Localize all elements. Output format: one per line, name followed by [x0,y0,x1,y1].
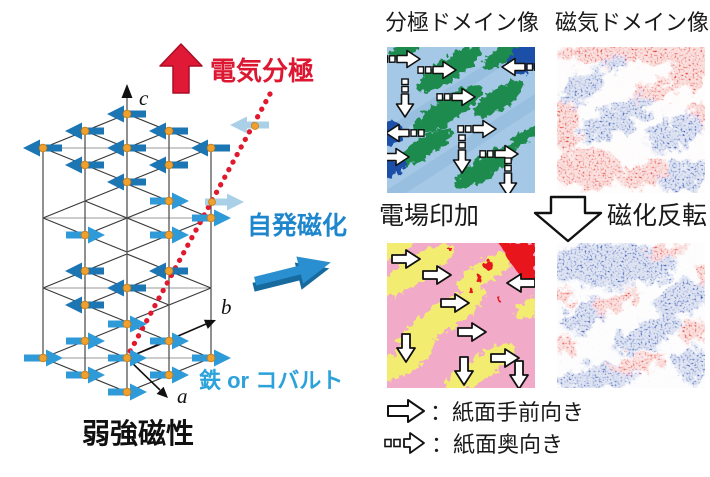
axis-b-label: b [221,295,232,319]
down-arrow-icon [533,195,603,243]
polarization-domain-title: 分極ドメイン像 [385,10,540,35]
magnetic-domain-title: 磁気ドメイン像 [555,10,710,35]
legend-row-front: ：紙面手前向き [386,395,584,427]
axis-c-label: c [139,86,149,110]
electric-polarization-label: 電気分極 [210,56,315,86]
spontaneous-magnetization-label: 自発磁化 [247,212,348,240]
red-domain [447,243,535,301]
legend-front-text: ：紙面手前向き [430,400,585,425]
polarization-axis-dotted-line [124,91,273,360]
atom-dots [38,109,259,397]
ghost-spin-arrows [205,116,269,211]
electric-polarization-arrow [159,43,203,94]
magnetization-reversal-label: 磁化反転 [607,202,708,230]
magnetic-domain-image-after [557,243,705,388]
caption-weak-ferromagnetism: 弱強磁性 [82,418,195,449]
legend-back-text: ：紙面奥向き [431,432,564,457]
element-label: 鉄 or コバルト [199,368,344,393]
polarization-domain-image-before [387,47,535,193]
electric-field-label: 電場印加 [379,202,480,230]
legend-row-back: ：紙面奥向き [383,427,563,459]
magnetic-domain-image-before [557,47,705,193]
polarization-domain-image-after [387,243,535,388]
arrow-out-of-page-icon [387,399,425,423]
arrow-into-page-icon [384,432,425,454]
crystal-structure-svg [23,43,331,401]
spontaneous-magnetization-arrow [252,256,331,292]
c-axis-arrowhead [121,84,133,98]
axis-a-label: a [177,384,188,408]
